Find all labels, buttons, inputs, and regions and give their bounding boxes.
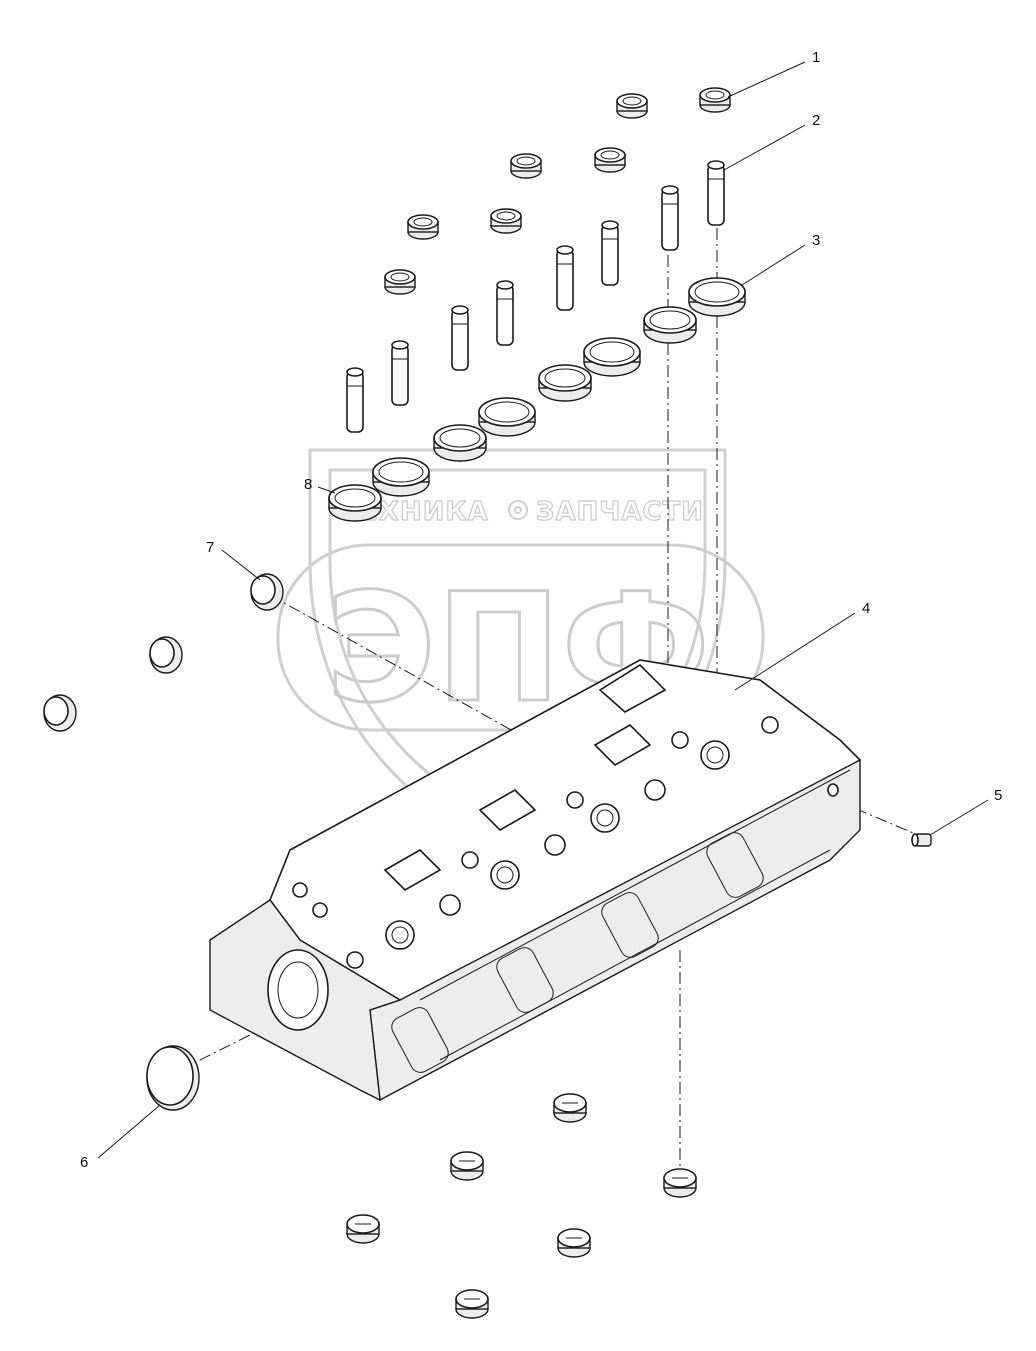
lower-plugs [346, 1093, 697, 1319]
valve-seat-rings [328, 277, 746, 522]
cylinder-head [209, 659, 862, 1102]
valve-caps [384, 87, 731, 295]
expansion-plug-6 [146, 1045, 200, 1111]
callout-4: 4 [862, 600, 870, 617]
callout-7: 7 [206, 539, 214, 556]
callout-6: 6 [80, 1154, 88, 1171]
valve-guides [346, 160, 725, 433]
core-plugs-7 [43, 573, 284, 732]
watermark-right-word: ЗАПЧАСТИ [536, 497, 704, 527]
callout-3: 3 [812, 232, 820, 249]
callout-2: 2 [812, 112, 820, 129]
callout-8: 8 [304, 476, 312, 493]
plug-5 [911, 833, 932, 847]
callout-1: 1 [812, 49, 820, 66]
watermark-gear-icon [508, 500, 528, 520]
leader-lines [97, 61, 989, 1159]
callout-5: 5 [994, 787, 1002, 804]
callout-labels: 1 2 3 4 5 6 7 8 [80, 49, 1002, 1171]
